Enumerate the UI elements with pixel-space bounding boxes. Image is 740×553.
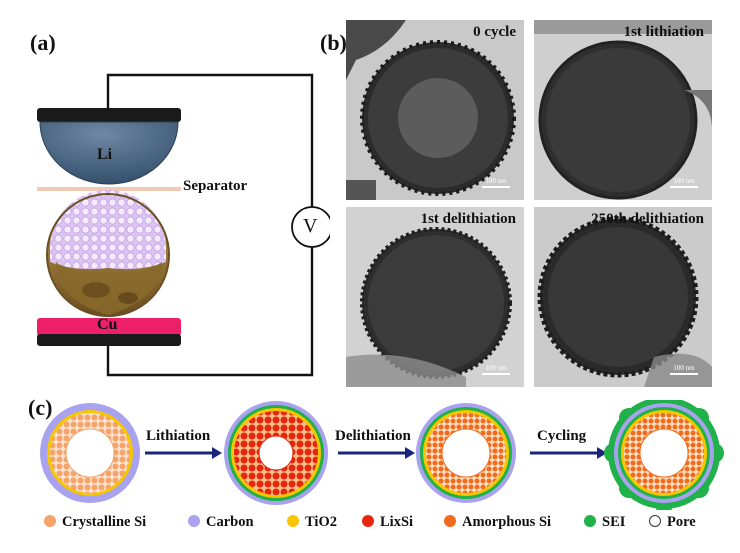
cu-base bbox=[37, 334, 181, 346]
tem-caption: 0 cycle bbox=[473, 24, 516, 40]
legend-item: LixSi bbox=[362, 514, 413, 531]
amorphous-si-swatch bbox=[444, 515, 456, 527]
separator-layer bbox=[37, 187, 181, 191]
cu-label: Cu bbox=[97, 316, 118, 333]
li-cap bbox=[37, 108, 181, 122]
scale-bar: 100 nm bbox=[670, 364, 698, 375]
tem-image-1st-delithiation: 1st delithiation 100 nm bbox=[346, 207, 524, 387]
tem-caption: 1st delithiation bbox=[420, 211, 516, 227]
legend-item: Carbon bbox=[188, 514, 254, 531]
tem-image-0-cycle: 0 cycle 100 nm bbox=[346, 20, 524, 200]
panel-c-label: (c) bbox=[28, 395, 53, 420]
legend-item: TiO2 bbox=[287, 514, 337, 531]
tio2-swatch bbox=[287, 515, 299, 527]
particle-cycled bbox=[604, 400, 724, 510]
legend-item: Pore bbox=[649, 514, 696, 531]
tem-caption: 250th delithiation bbox=[591, 211, 704, 227]
panel-b-label: (b) bbox=[320, 30, 347, 55]
legend: Crystalline Si Carbon TiO2 LixSi Amorpho… bbox=[44, 514, 734, 536]
particle-crystalline bbox=[40, 403, 140, 503]
step-lithiation: Lithiation bbox=[146, 428, 211, 444]
scale-bar: 100 nm bbox=[482, 177, 510, 188]
sei-swatch bbox=[584, 515, 596, 527]
legend-item: SEI bbox=[584, 514, 625, 531]
cu-electrode bbox=[37, 318, 181, 336]
panel-a-label: (a) bbox=[30, 30, 56, 55]
battery-schematic bbox=[37, 73, 330, 377]
pore-swatch bbox=[649, 515, 661, 527]
tem-image-250th-delithiation: 250th delithiation 100 nm bbox=[534, 207, 712, 387]
voltmeter bbox=[291, 206, 330, 248]
scale-bar: 100 nm bbox=[482, 364, 510, 375]
particle-lithiated bbox=[224, 401, 328, 505]
crystalline-si-swatch bbox=[44, 515, 56, 527]
voltmeter-label: V bbox=[303, 215, 318, 237]
step-cycling: Cycling bbox=[537, 428, 587, 444]
lixsi-swatch bbox=[362, 515, 374, 527]
separator-label: Separator bbox=[183, 178, 248, 194]
particle-delithiated bbox=[416, 403, 516, 503]
step-delithiation: Delithiation bbox=[335, 428, 411, 444]
process-diagram bbox=[40, 400, 724, 510]
legend-item: Crystalline Si bbox=[44, 514, 146, 531]
scale-bar: 100 nm bbox=[670, 177, 698, 188]
legend-item: Amorphous Si bbox=[444, 514, 551, 531]
tem-image-1st-lithiation: 1st lithiation 100 nm bbox=[534, 20, 712, 200]
carbon-swatch bbox=[188, 515, 200, 527]
li-electrode bbox=[39, 121, 179, 185]
li-label: Li bbox=[97, 146, 113, 163]
tem-caption: 1st lithiation bbox=[623, 24, 704, 40]
yolk-shell-sphere bbox=[46, 190, 170, 317]
